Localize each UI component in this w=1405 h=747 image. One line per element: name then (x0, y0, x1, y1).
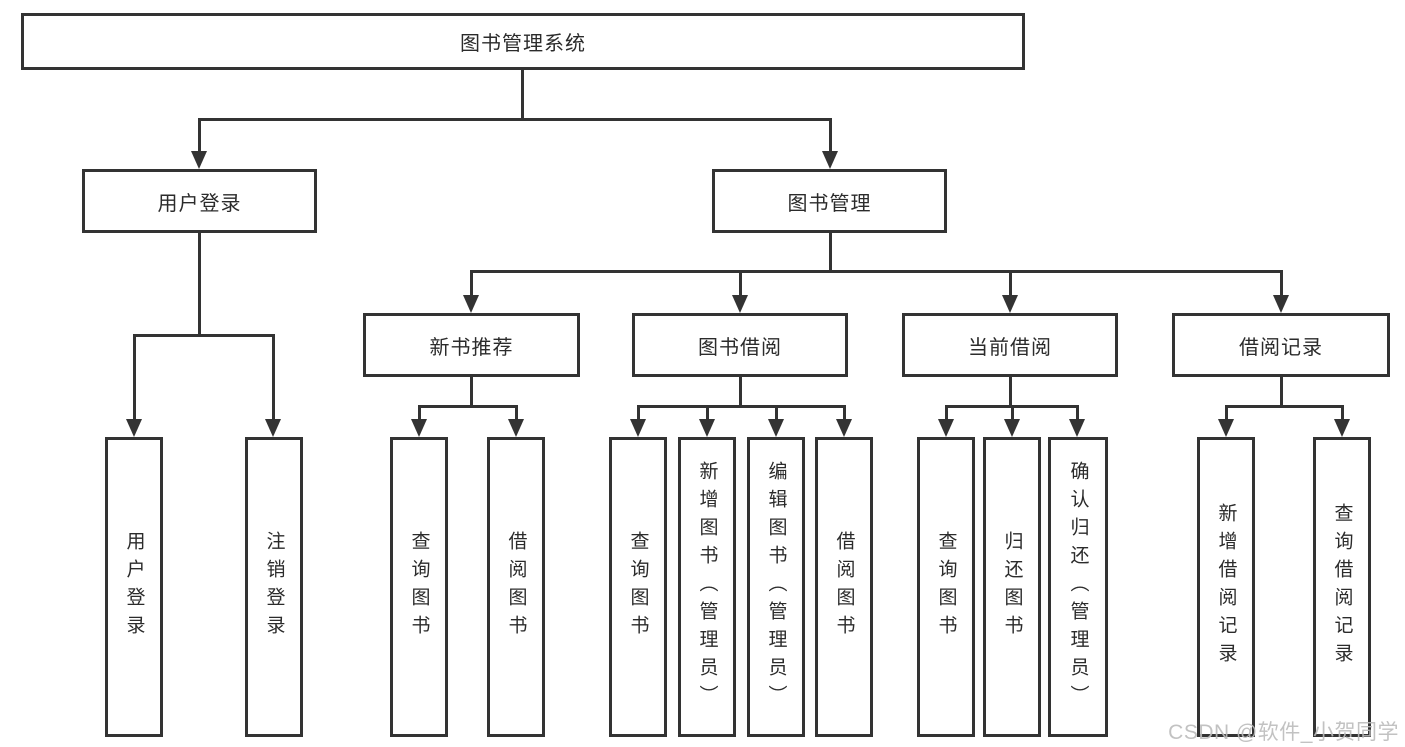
leaf-borrow-books: 借阅图书 (815, 437, 873, 737)
connector-vline (637, 405, 640, 421)
connector-hline (418, 405, 518, 408)
leaf-add-books-admin: 新增图书（管理员） (678, 437, 736, 737)
arrowhead-down-icon (265, 419, 281, 437)
arrowhead-down-icon (1069, 419, 1085, 437)
connector-vline (1009, 270, 1012, 297)
leaf-return-books-label: 归还图书 (1001, 531, 1023, 643)
connector-hline (637, 405, 846, 408)
connector-vline (775, 405, 778, 421)
leaf-add-books-admin-label: 新增图书（管理员） (696, 461, 718, 713)
arrowhead-down-icon (463, 295, 479, 313)
node-current-borrow-label: 当前借阅 (968, 336, 1052, 359)
node-new-book-recommend-label: 新书推荐 (429, 336, 514, 359)
connector-vline (739, 270, 742, 297)
node-book-management: 图书管理 (712, 169, 947, 233)
connector-vline (1009, 377, 1012, 408)
node-book-borrow-label: 图书借阅 (698, 336, 782, 359)
connector-vline (739, 377, 742, 408)
leaf-borrow-books-recommend-label: 借阅图书 (505, 531, 527, 643)
node-current-borrow: 当前借阅 (902, 313, 1118, 377)
leaf-query-books-borrow: 查询图书 (609, 437, 667, 737)
arrowhead-down-icon (1334, 419, 1350, 437)
connector-vline (706, 405, 709, 421)
connector-vline (521, 69, 524, 120)
connector-hline (198, 118, 832, 121)
arrowhead-down-icon (630, 419, 646, 437)
leaf-logout-label: 注销登录 (263, 531, 285, 643)
leaf-user-login: 用户登录 (105, 437, 163, 737)
node-borrow-records: 借阅记录 (1172, 313, 1390, 377)
leaf-edit-books-admin-label: 编辑图书（管理员） (765, 461, 787, 713)
node-book-borrow: 图书借阅 (632, 313, 848, 377)
node-root-label: 图书管理系统 (460, 33, 586, 55)
node-root: 图书管理系统 (21, 13, 1025, 70)
connector-vline (829, 233, 832, 273)
connector-vline (1280, 377, 1283, 408)
connector-vline (470, 270, 473, 297)
leaf-add-borrow-record-label: 新增借阅记录 (1215, 503, 1237, 671)
leaf-logout: 注销登录 (245, 437, 303, 737)
arrowhead-down-icon (1002, 295, 1018, 313)
node-user-login: 用户登录 (82, 169, 317, 233)
leaf-query-books-current-label: 查询图书 (935, 531, 957, 643)
leaf-query-books-recommend-label: 查询图书 (408, 531, 430, 643)
connector-hline (133, 334, 275, 337)
arrowhead-down-icon (1273, 295, 1289, 313)
node-borrow-records-label: 借阅记录 (1239, 336, 1323, 359)
csdn-watermark: CSDN @软件_小贺同学 (1168, 721, 1399, 744)
leaf-user-login-label: 用户登录 (123, 531, 145, 643)
connector-vline (829, 118, 832, 153)
connector-vline (272, 334, 275, 421)
arrowhead-down-icon (191, 151, 207, 169)
node-new-book-recommend: 新书推荐 (363, 313, 580, 377)
arrowhead-down-icon (699, 419, 715, 437)
connector-vline (198, 233, 201, 337)
arrowhead-down-icon (126, 419, 142, 437)
connector-vline (133, 334, 136, 421)
arrowhead-down-icon (1218, 419, 1234, 437)
leaf-query-borrow-record-label: 查询借阅记录 (1331, 503, 1353, 671)
connector-vline (515, 405, 518, 421)
leaf-query-books-borrow-label: 查询图书 (627, 531, 649, 643)
connector-hline (470, 270, 1283, 273)
leaf-query-borrow-record: 查询借阅记录 (1313, 437, 1371, 737)
leaf-edit-books-admin: 编辑图书（管理员） (747, 437, 805, 737)
leaf-confirm-return-admin: 确认归还（管理员） (1048, 437, 1108, 737)
leaf-query-books-current: 查询图书 (917, 437, 975, 737)
leaf-confirm-return-admin-label: 确认归还（管理员） (1067, 461, 1089, 713)
connector-vline (945, 405, 948, 421)
connector-vline (198, 118, 201, 153)
leaf-add-borrow-record: 新增借阅记录 (1197, 437, 1255, 737)
arrowhead-down-icon (836, 419, 852, 437)
node-user-login-label: 用户登录 (157, 192, 242, 215)
leaf-borrow-books-label: 借阅图书 (833, 531, 855, 643)
connector-hline (1225, 405, 1343, 408)
leaf-borrow-books-recommend: 借阅图书 (487, 437, 545, 737)
connector-vline (418, 405, 421, 421)
connector-vline (1011, 405, 1014, 421)
connector-vline (1341, 405, 1344, 421)
arrowhead-down-icon (508, 419, 524, 437)
arrowhead-down-icon (732, 295, 748, 313)
connector-vline (1225, 405, 1228, 421)
leaf-return-books: 归还图书 (983, 437, 1041, 737)
arrowhead-down-icon (938, 419, 954, 437)
arrowhead-down-icon (411, 419, 427, 437)
connector-vline (843, 405, 846, 421)
arrowhead-down-icon (822, 151, 838, 169)
connector-vline (1280, 270, 1283, 297)
node-book-management-label: 图书管理 (787, 192, 872, 215)
arrowhead-down-icon (768, 419, 784, 437)
arrowhead-down-icon (1004, 419, 1020, 437)
leaf-query-books-recommend: 查询图书 (390, 437, 448, 737)
connector-vline (1076, 405, 1079, 421)
connector-vline (470, 377, 473, 408)
